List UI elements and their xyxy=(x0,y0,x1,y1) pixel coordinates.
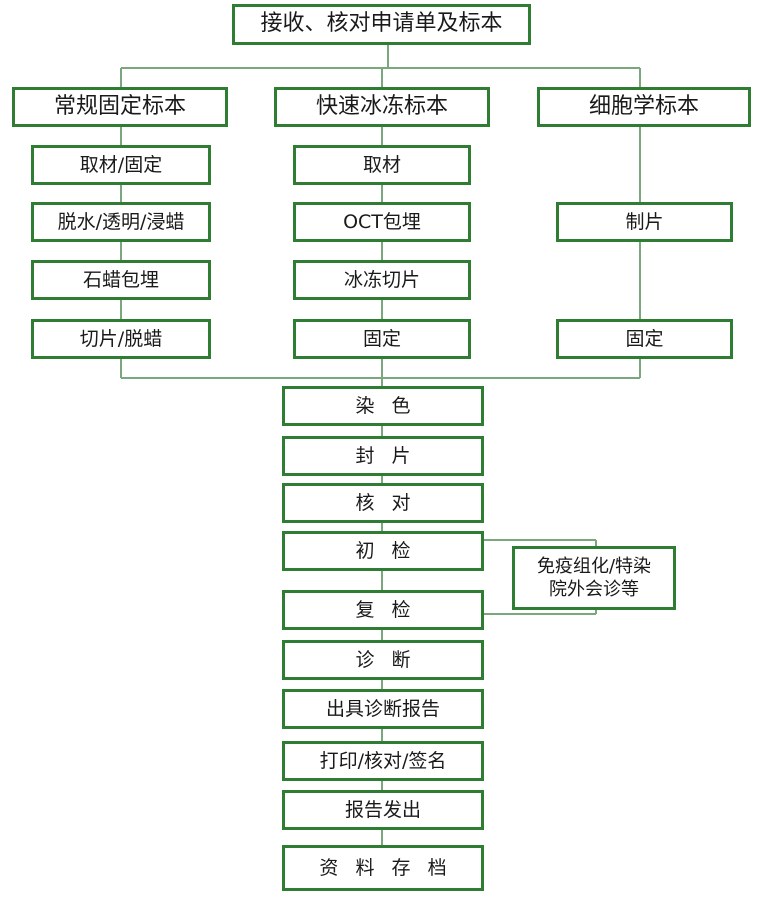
routine-step-box: 取材/固定 xyxy=(31,145,211,185)
cytology-step-box: 制片 xyxy=(556,202,733,242)
frozen-step-box: 固定 xyxy=(293,319,471,359)
main-step-box: 染色 xyxy=(282,386,484,426)
main-step-box: 初检 xyxy=(282,531,484,571)
main-step-box: 打印/核对/签名 xyxy=(282,741,484,781)
main-step-box: 报告发出 xyxy=(282,790,484,830)
branch-header-frozen: 快速冰冻标本 xyxy=(274,87,490,127)
routine-step-box: 脱水/透明/浸蜡 xyxy=(31,202,211,242)
frozen-step-box: 取材 xyxy=(293,145,471,185)
routine-step-box: 切片/脱蜡 xyxy=(31,319,211,359)
branch-header-cytology: 细胞学标本 xyxy=(537,87,751,127)
side-box-immuno-consult: 免疫组化/特染 院外会诊等 xyxy=(512,546,676,610)
main-step-box: 复检 xyxy=(282,590,484,630)
side-box-line-2: 院外会诊等 xyxy=(549,579,639,600)
title-box: 接收、核对申请单及标本 xyxy=(232,4,531,45)
main-step-box: 封片 xyxy=(282,436,484,476)
side-box-line-1: 免疫组化/特染 xyxy=(536,555,652,577)
main-step-box: 诊断 xyxy=(282,640,484,680)
routine-step-box: 石蜡包埋 xyxy=(31,260,211,300)
main-step-box: 资料存档 xyxy=(282,845,484,891)
frozen-step-box: OCT包埋 xyxy=(293,202,471,242)
main-step-box: 核对 xyxy=(282,483,484,523)
main-step-box: 出具诊断报告 xyxy=(282,689,484,729)
cytology-step-box: 固定 xyxy=(556,319,733,359)
branch-header-routine: 常规固定标本 xyxy=(12,87,228,127)
frozen-step-box: 冰冻切片 xyxy=(293,260,471,300)
